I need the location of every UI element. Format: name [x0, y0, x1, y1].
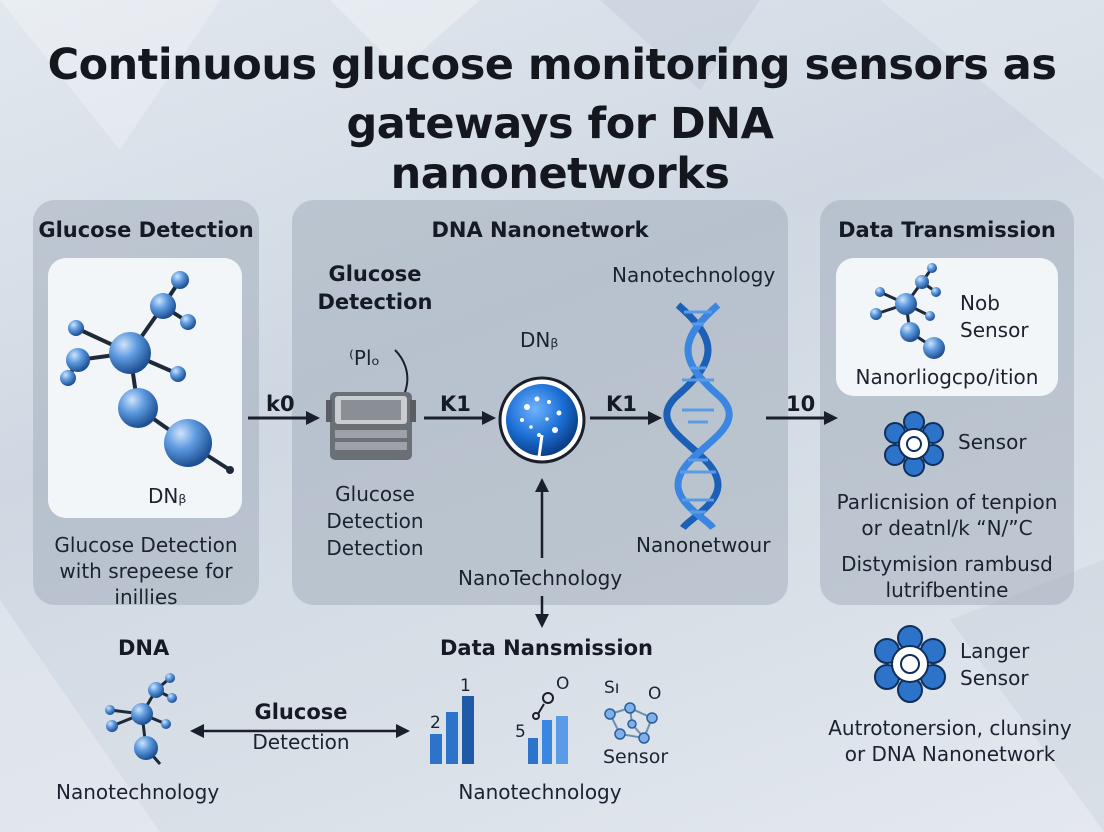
right-card-line2: Sensor	[960, 318, 1029, 342]
right-text-line3: Distymision rambusd	[841, 552, 1053, 576]
page-title-line1: Continuous glucose monitoring sensors as	[47, 40, 1057, 90]
device-chip-icon	[326, 349, 416, 460]
arrow-label-10: 10	[786, 392, 816, 416]
device-caption-line3: Detection	[326, 536, 424, 560]
left-card-label: DNᵦ	[148, 484, 187, 508]
large-sensor-ring-icon	[874, 625, 946, 703]
small-molecule-icon	[870, 263, 945, 359]
right-text-line4: lutrifbentine	[885, 578, 1009, 602]
sensor-right-label: O	[648, 684, 662, 704]
sensor-top-label: Sı	[604, 678, 620, 698]
large-sensor-line1: Langer	[960, 639, 1030, 663]
bar1-side-label: 2	[430, 713, 441, 733]
helix-caption: Nanonetwour	[636, 533, 771, 557]
left-molecule-card	[48, 258, 242, 518]
bar2-side-label: 5	[515, 722, 526, 742]
arrow-label-k1a: K1	[440, 392, 471, 416]
middle-subheader-line1: Glucose	[328, 262, 422, 286]
nanoparticle-icon	[498, 376, 586, 464]
bottom-molecule-icon	[105, 673, 177, 765]
right-sensor-label: Sensor	[958, 430, 1027, 454]
double-arrow-label-line1: Glucose	[254, 700, 348, 724]
left-caption-line2: with srepeese for	[59, 559, 233, 583]
bottom-middle-caption: Nanotechnology	[458, 780, 622, 804]
right-card-caption: Nanorliogcpo/ition	[855, 365, 1039, 389]
middle-subheader-line2: Detection	[317, 290, 433, 314]
bottom-right-caption-line1: Autrotonersion, clunsiny	[828, 716, 1072, 740]
arrow-10	[766, 411, 838, 425]
arrow-k0	[248, 411, 320, 425]
page-title-line2: gateways for DNA nanonetworks	[346, 99, 774, 199]
helix-label: Nanotechnology	[612, 263, 776, 287]
bar-chart-icon-right	[528, 692, 568, 764]
device-caption-line1: Glucose	[335, 482, 415, 506]
bar1-top-label: 1	[460, 676, 471, 696]
right-molecule-card	[836, 258, 1058, 396]
right-text-line2: or deatnl/k “N/”C	[861, 516, 1033, 540]
bottom-middle-header: Data Nansmission	[440, 636, 653, 660]
right-card-line1: Nob	[960, 291, 1000, 315]
molecule-icon	[60, 271, 234, 474]
sensor-ring-icon	[884, 411, 944, 477]
bar2-top-label: O	[556, 674, 570, 694]
right-text-line1: Parlicnision of tenpion	[836, 490, 1058, 514]
middle-panel-header: DNA Nanonetwork	[431, 218, 649, 242]
horizontal-double-arrow	[190, 724, 410, 738]
bottom-left-caption: Nanotechnology	[56, 780, 220, 804]
dna-helix-icon	[663, 302, 733, 531]
arrow-k1a	[424, 411, 496, 425]
bar-chart-icon-left	[430, 696, 474, 764]
large-sensor-line2: Sensor	[960, 666, 1029, 690]
left-panel-header: Glucose Detection	[38, 218, 254, 242]
sensor-label: Sensor	[603, 746, 669, 768]
device-caption-line2: Detection	[326, 509, 424, 533]
vertical-arrow-label: NanoTechnology	[458, 566, 623, 590]
bottom-left-header: DNA	[118, 636, 170, 660]
left-caption-line3: inillies	[114, 585, 178, 609]
arrow-k1b	[590, 411, 662, 425]
double-arrow-label-line2: Detection	[252, 730, 350, 754]
bottom-right-caption-line2: or DNA Nanonetwork	[844, 742, 1056, 766]
right-panel-header: Data Transmission	[838, 218, 1056, 242]
arrow-label-k0: k0	[266, 392, 295, 416]
network-sensor-icon	[604, 702, 658, 744]
left-caption-line1: Glucose Detection	[54, 533, 238, 557]
arrow-label-k1b: K1	[606, 392, 637, 416]
device-label: ⁽Plₒ	[349, 346, 380, 370]
circle-label: DNᵦ	[520, 328, 559, 352]
vertical-double-arrow	[535, 478, 549, 628]
